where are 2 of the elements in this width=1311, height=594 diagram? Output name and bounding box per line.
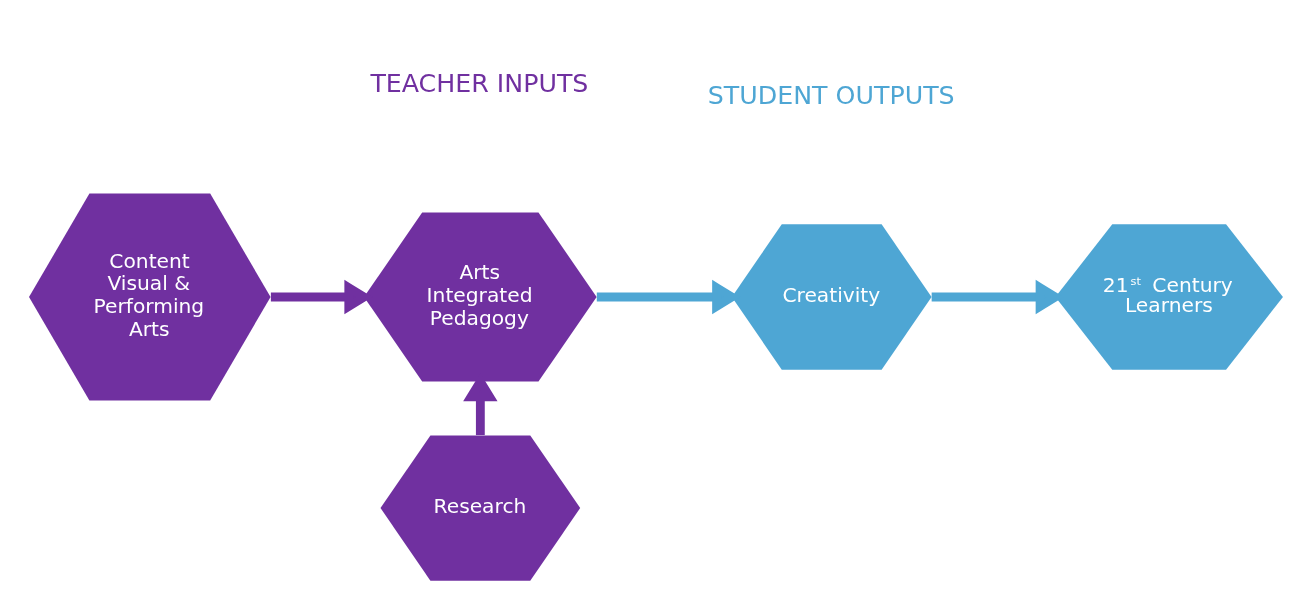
label: STUDENT OUTPUTS	[707, 80, 955, 110]
label: TEACHER INPUTS	[369, 69, 588, 99]
